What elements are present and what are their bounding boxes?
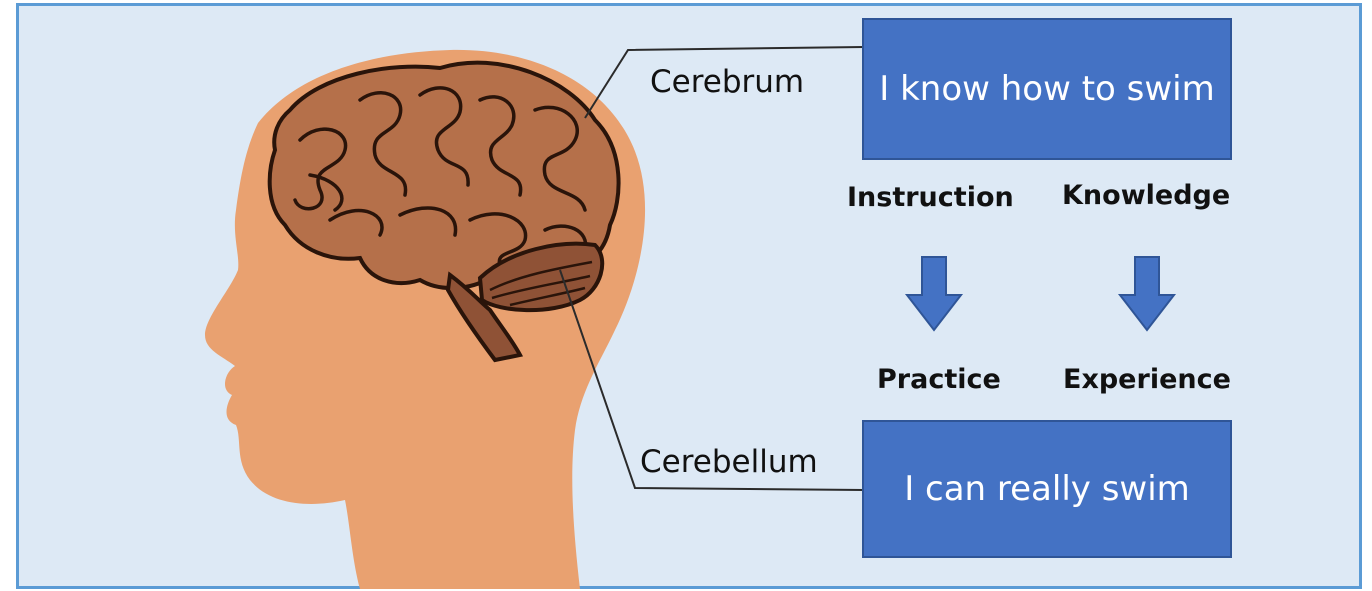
top-statement-box: I know how to swim <box>862 18 1232 160</box>
knowledge-label: Knowledge <box>1062 180 1231 211</box>
down-arrow-icon <box>904 256 964 332</box>
experience-label: Experience <box>1063 364 1231 395</box>
cerebrum-label: Cerebrum <box>650 64 805 100</box>
cerebellum-lines <box>489 260 593 307</box>
instruction-label: Instruction <box>847 182 1014 213</box>
bottom-statement-text: I can really swim <box>904 469 1190 509</box>
brain-stem <box>445 271 524 363</box>
bottom-statement-box: I can really swim <box>862 420 1232 558</box>
practice-label: Practice <box>877 364 1001 395</box>
cerebellum-leader-line <box>559 269 865 491</box>
top-statement-text: I know how to swim <box>879 69 1215 109</box>
down-arrow-icon <box>1117 256 1177 332</box>
cerebellum-label: Cerebellum <box>640 444 818 480</box>
cerebrum-leader-line <box>584 46 865 119</box>
